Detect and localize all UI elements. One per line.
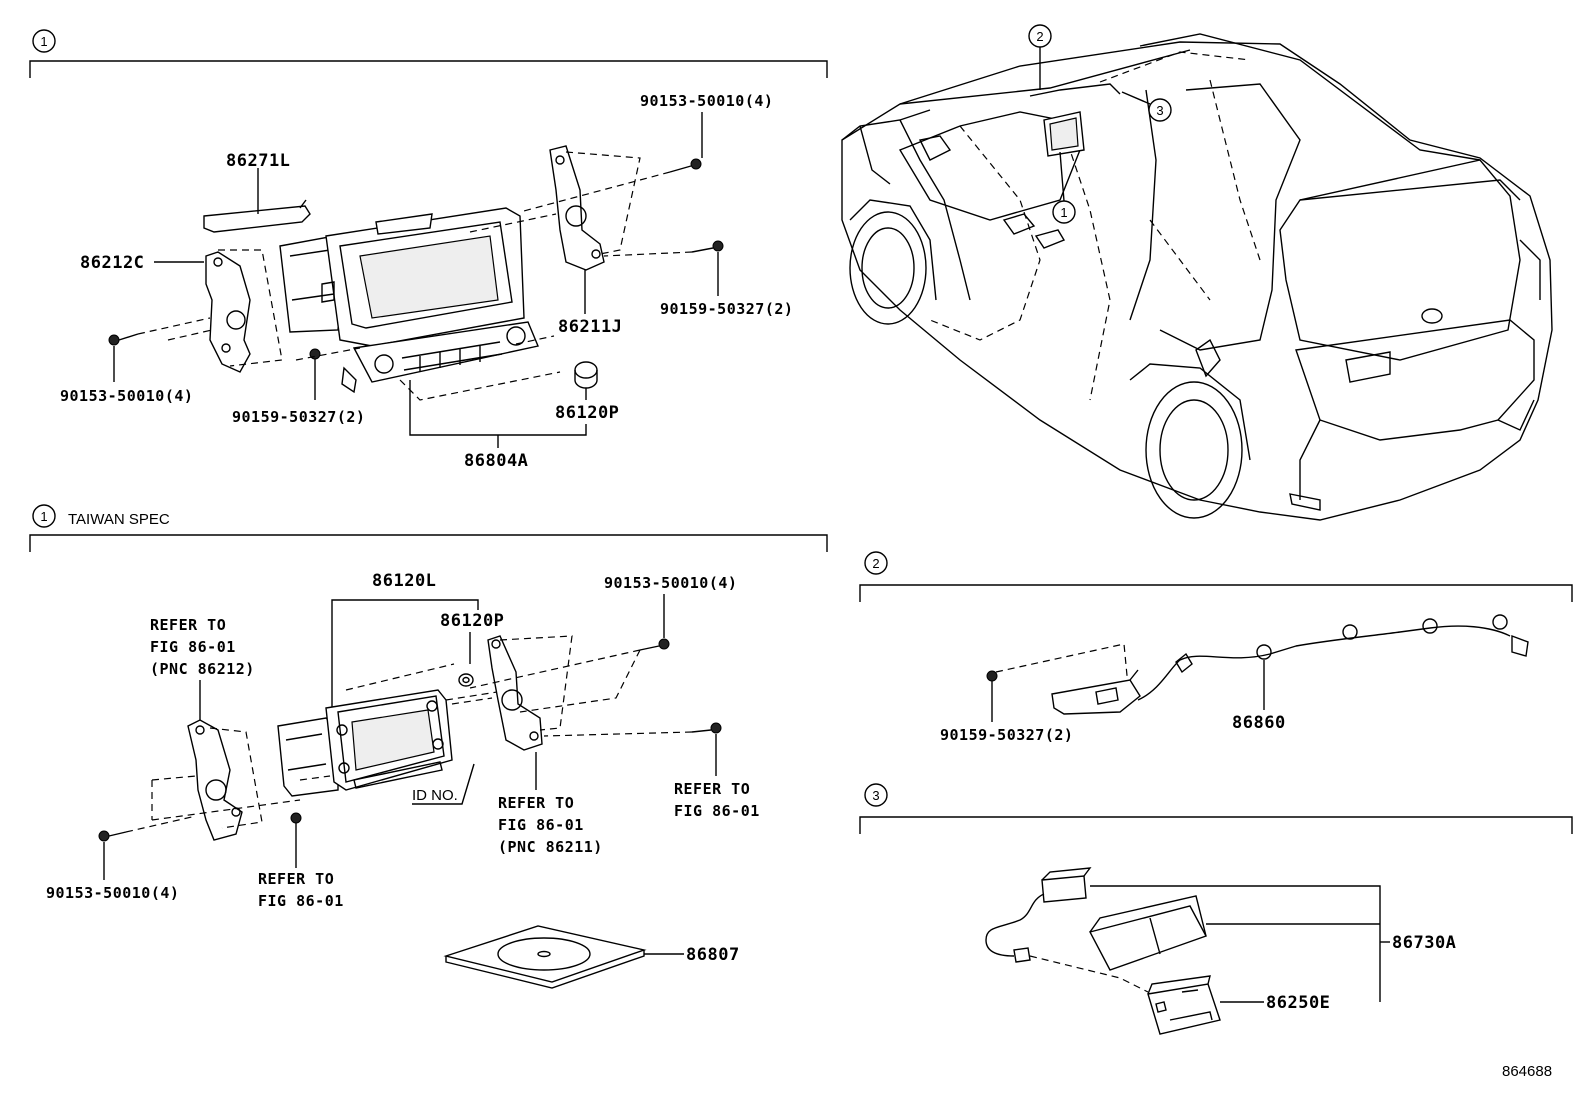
knob-part (574, 361, 598, 389)
part-screw-bottom: 90159-50327(2) (232, 408, 365, 426)
part-86120P: 86120P (555, 403, 619, 423)
refer-center-line-1: REFER TO (498, 794, 574, 812)
section-3-bracket-line (859, 816, 1573, 834)
refer-bottom-line-1: REFER TO (258, 870, 334, 888)
part-screw-top-right-taiwan: 90153-50010(4) (604, 574, 737, 592)
vehicle-callout-1: 1 (1052, 151, 1076, 224)
head-unit-part (279, 207, 539, 394)
section-1: 1 86271L 86212C 90153-50010(4) (29, 29, 828, 471)
part-86730A: 86730A (1392, 933, 1456, 953)
part-screw-left: 90153-50010(4) (60, 387, 193, 405)
head-unit-taiwan-part (277, 689, 453, 797)
harness-part (985, 867, 1092, 963)
section-3-marker: 3 (864, 783, 888, 807)
part-screw-left-taiwan: 90153-50010(4) (46, 884, 179, 902)
section-1-taiwan: 1 TAIWAN SPEC 86120L 86120P REFER TO FIG… (29, 504, 828, 989)
section-1-marker: 1 (32, 29, 56, 53)
part-86250E: 86250E (1266, 993, 1330, 1013)
vehicle-callout-2: 2 (1028, 24, 1052, 90)
vehicle-callout-3-label: 3 (1156, 103, 1163, 118)
section-1-taiwan-marker: 1 (32, 504, 56, 528)
section-2: 2 90159-50327(2) 86860 (859, 551, 1573, 744)
section-title-taiwan-spec: TAIWAN SPEC (68, 511, 170, 528)
part-86860: 86860 (1232, 713, 1286, 733)
vehicle-illustration: 1 2 3 (841, 24, 1553, 521)
section-1-bracket-line (29, 60, 828, 78)
section-2-bracket-line (859, 584, 1573, 602)
section-1-taiwan-marker-label: 1 (40, 509, 47, 524)
refer-left-line-3: (PNC 86212) (150, 660, 255, 678)
refer-left-line-2: FIG 86-01 (150, 638, 236, 656)
part-86211J: 86211J (558, 317, 622, 337)
vehicle-callout-3: 3 (1121, 91, 1172, 122)
screw-right-taiwan-icon (691, 722, 722, 734)
left-bracket-part (205, 251, 251, 373)
section-1-taiwan-bracket-line (29, 534, 828, 552)
screw-left-icon (108, 333, 139, 346)
leader-86730A (1090, 885, 1381, 1002)
part-86807: 86807 (686, 945, 740, 965)
part-screw-top-right: 90153-50010(4) (640, 92, 773, 110)
screw-bottom-icon (309, 348, 321, 376)
refer-right-line-1: REFER TO (674, 780, 750, 798)
part-86271L: 86271L (226, 151, 290, 171)
screw-top-right-icon (669, 158, 702, 173)
top-cover-part (203, 205, 311, 233)
part-screw-section-2: 90159-50327(2) (940, 726, 1073, 744)
section-3-marker-label: 3 (872, 788, 879, 803)
part-86120P-taiwan: 86120P (440, 611, 504, 631)
section-1-marker-label: 1 (40, 34, 47, 49)
section-2-marker: 2 (864, 551, 888, 575)
refer-center-line-3: (PNC 86211) (498, 838, 603, 856)
refer-left-line-1: REFER TO (150, 616, 226, 634)
part-86212C: 86212C (80, 253, 144, 273)
vehicle-callout-1-label: 1 (1060, 205, 1067, 220)
illustration-number: 864688 (1502, 1063, 1552, 1080)
screw-section-2-icon (986, 670, 998, 694)
refer-bottom-line-2: FIG 86-01 (258, 892, 344, 910)
refer-center-line-2: FIG 86-01 (498, 816, 584, 834)
right-bracket-taiwan-part (487, 635, 543, 751)
antenna-part (1051, 614, 1529, 715)
screw-right-icon (691, 240, 724, 253)
module-86730A-part (1088, 895, 1208, 971)
module-86250E-part (1147, 975, 1221, 1035)
screw-left-taiwan-icon (98, 830, 127, 842)
part-86120L: 86120L (372, 571, 436, 591)
disc-case-part (443, 925, 647, 989)
part-screw-right: 90159-50327(2) (660, 300, 793, 318)
section-2-marker-label: 2 (872, 556, 879, 571)
vehicle-callout-2-label: 2 (1036, 29, 1043, 44)
knob-taiwan-part (458, 673, 474, 687)
leader-86120L (331, 599, 479, 720)
section-3: 3 86730A 86250E (859, 783, 1573, 1035)
part-86804A: 86804A (464, 451, 528, 471)
screw-top-right-taiwan-icon (639, 638, 670, 651)
right-bracket-part (549, 145, 605, 271)
refer-right-line-2: FIG 86-01 (674, 802, 760, 820)
label-id-no: ID NO. (412, 787, 458, 804)
screw-bottom-taiwan-icon (290, 812, 302, 840)
